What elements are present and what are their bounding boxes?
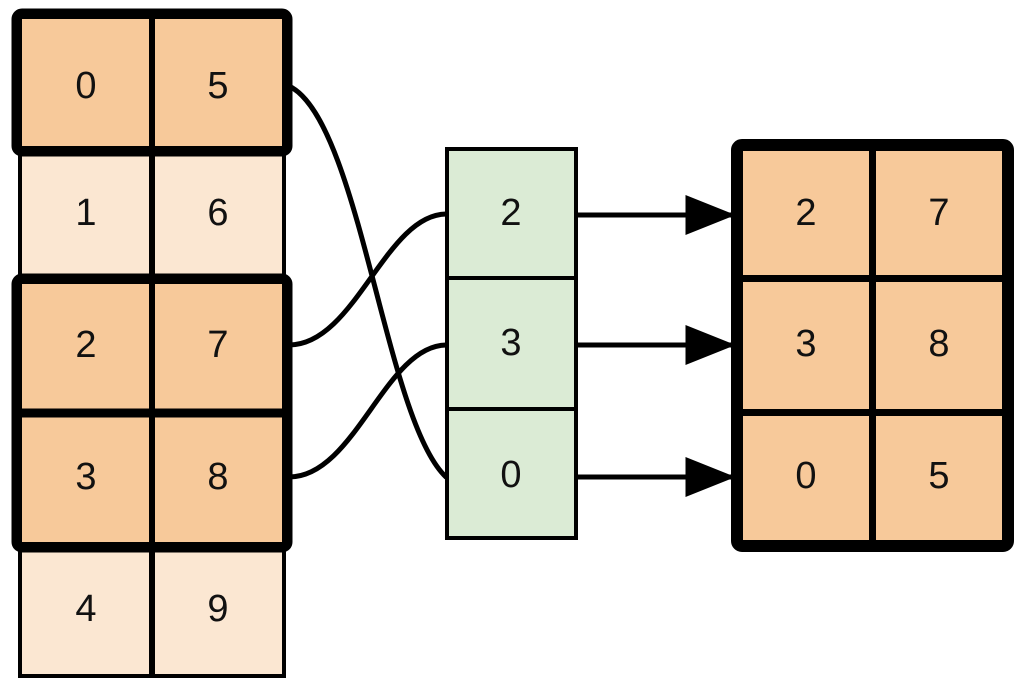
index-cell-label: 0 (500, 454, 521, 496)
source-cell-3-1[interactable] (151, 412, 286, 546)
result-cell-1-0[interactable] (739, 278, 873, 413)
result-cell-2-0[interactable] (739, 412, 873, 544)
source-table: 0 5 1 6 2 7 3 8 (11, 8, 293, 678)
result-cell-1-1[interactable] (872, 278, 1006, 413)
source-cell-0-1[interactable] (151, 15, 286, 150)
result-cell-label: 7 (928, 192, 949, 234)
index-cell-2[interactable] (445, 407, 578, 540)
source-row-1[interactable]: 1 6 (18, 148, 286, 282)
source-cell-4-1[interactable] (151, 544, 286, 678)
source-row-0[interactable]: 0 5 (18, 15, 286, 150)
result-cell-label: 2 (795, 192, 816, 234)
index-cell-label: 3 (500, 322, 521, 364)
index-cell-1[interactable] (445, 276, 578, 411)
source-cell-label: 3 (75, 456, 96, 498)
source-cell-1-1[interactable] (151, 148, 286, 282)
index-table: 2 3 0 (445, 147, 578, 540)
source-cell-label: 0 (75, 65, 96, 107)
source-highlight-outline-row0 (11, 8, 293, 157)
index-cell-label: 2 (500, 192, 521, 234)
source-row-2[interactable]: 2 7 (18, 280, 286, 414)
arrow-connectors (578, 195, 736, 497)
connector-curve-row3-to-index1 (286, 342, 449, 480)
source-cell-2-1[interactable] (151, 280, 286, 414)
source-cell-label: 7 (207, 324, 228, 366)
connector-curve-row2-to-index0 (286, 211, 449, 348)
source-cell-label: 9 (207, 588, 228, 630)
connector-curve-row0-to-index2 (286, 83, 449, 480)
source-cell-label: 6 (207, 192, 228, 234)
curve-connectors (286, 83, 449, 480)
source-row-3[interactable]: 3 8 (18, 412, 286, 546)
result-table: 2 7 3 8 0 5 (731, 139, 1014, 552)
source-cell-label: 5 (207, 65, 228, 107)
result-cell-label: 8 (928, 323, 949, 365)
result-cell-label: 5 (928, 455, 949, 497)
source-cell-label: 1 (75, 192, 96, 234)
result-table-outline (731, 139, 1014, 552)
source-cell-label: 2 (75, 324, 96, 366)
index-cell-0[interactable] (445, 147, 578, 280)
source-cell-label: 4 (75, 588, 96, 630)
result-cell-label: 0 (795, 455, 816, 497)
result-cell-label: 3 (795, 323, 816, 365)
result-cell-2-1[interactable] (872, 412, 1006, 544)
source-cell-label: 8 (207, 456, 228, 498)
source-cell-4-0[interactable] (18, 544, 153, 678)
source-row-4[interactable]: 4 9 (18, 544, 286, 678)
